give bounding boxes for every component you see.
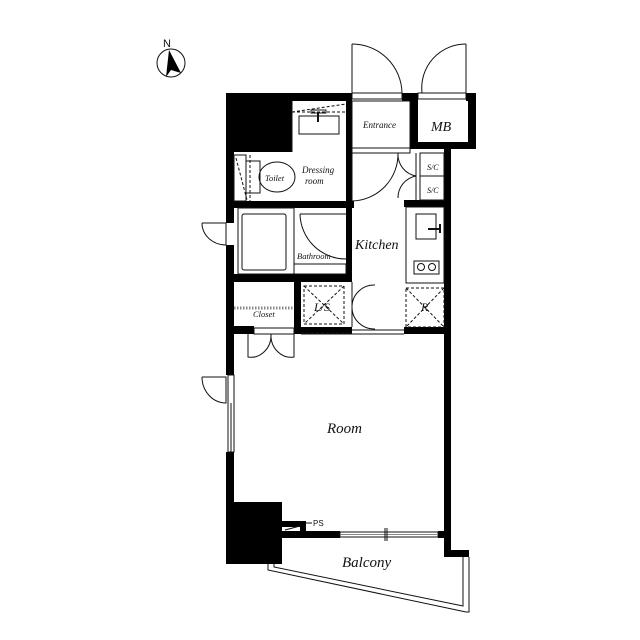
bathroom-side-door[interactable] [201,222,227,246]
dressing-room-door[interactable] [351,152,399,202]
label-bathroom: Bathroom [297,251,331,261]
ls-door[interactable] [351,282,376,330]
label-sc-bottom: S/C [427,186,439,195]
label-sc-top: S/C [427,163,439,172]
kitchen-counter [405,206,445,284]
mb-door[interactable] [417,43,467,100]
label-ls: L/S [313,300,330,314]
walls [226,93,476,564]
label-entrance: Entrance [362,120,396,130]
label-room: Room [326,421,362,437]
balcony-window[interactable] [339,528,439,541]
label-dressing-line2: room [305,176,324,186]
entrance-door[interactable] [351,43,403,100]
closet-doors[interactable] [247,333,295,358]
compass-label: N [163,38,171,50]
closet [234,306,295,335]
label-refrigerator: R [420,300,429,314]
label-toilet: Toilet [265,173,285,183]
compass: N [156,38,186,78]
refrigerator-space [405,287,445,328]
bathtub [237,207,295,275]
label-closet: Closet [253,309,275,319]
label-mb: MB [430,120,452,135]
balcony-outline [267,557,470,613]
room-side-window [227,374,235,453]
north-arrow-icon [166,50,181,77]
wash-basin [291,101,347,152]
sc-cupboards [397,152,445,201]
ls-storage [303,285,345,325]
room-side-door[interactable] [201,376,227,404]
label-ps: PS [313,519,324,528]
toilet [233,154,296,202]
compass-circle [156,48,186,78]
label-dressing-line1: Dressing [301,165,335,175]
bathroom-door[interactable] [293,208,347,275]
label-balcony: Balcony [342,555,391,571]
label-kitchen: Kitchen [354,238,399,253]
